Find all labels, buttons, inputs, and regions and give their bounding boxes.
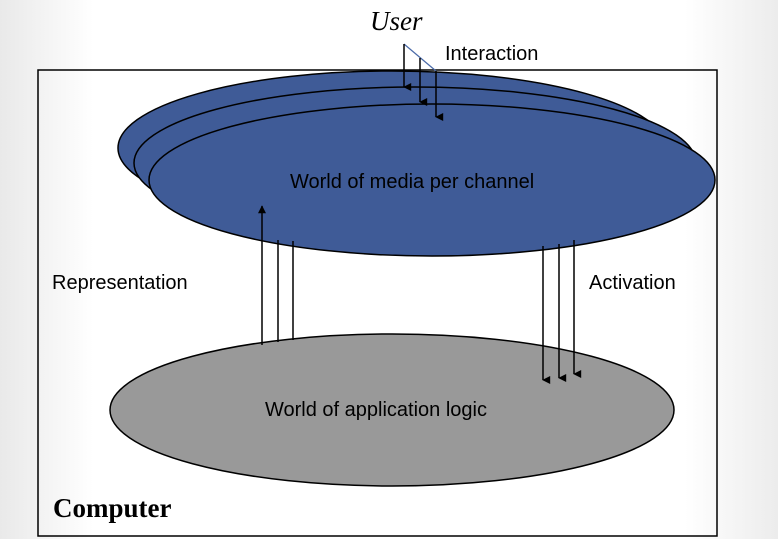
media-channel-ellipse-front (148, 103, 716, 257)
computer-label: Computer (53, 493, 171, 523)
interaction-label: Interaction (445, 43, 538, 65)
application-logic-ellipse (109, 333, 675, 487)
media-world-label: World of media per channel (290, 171, 534, 193)
user-label: User (370, 6, 423, 36)
representation-label: Representation (52, 272, 188, 294)
application-logic-label: World of application logic (265, 399, 487, 421)
interaction-connector-line (403, 43, 437, 72)
computer-frame (37, 69, 718, 537)
activation-label: Activation (589, 272, 676, 294)
